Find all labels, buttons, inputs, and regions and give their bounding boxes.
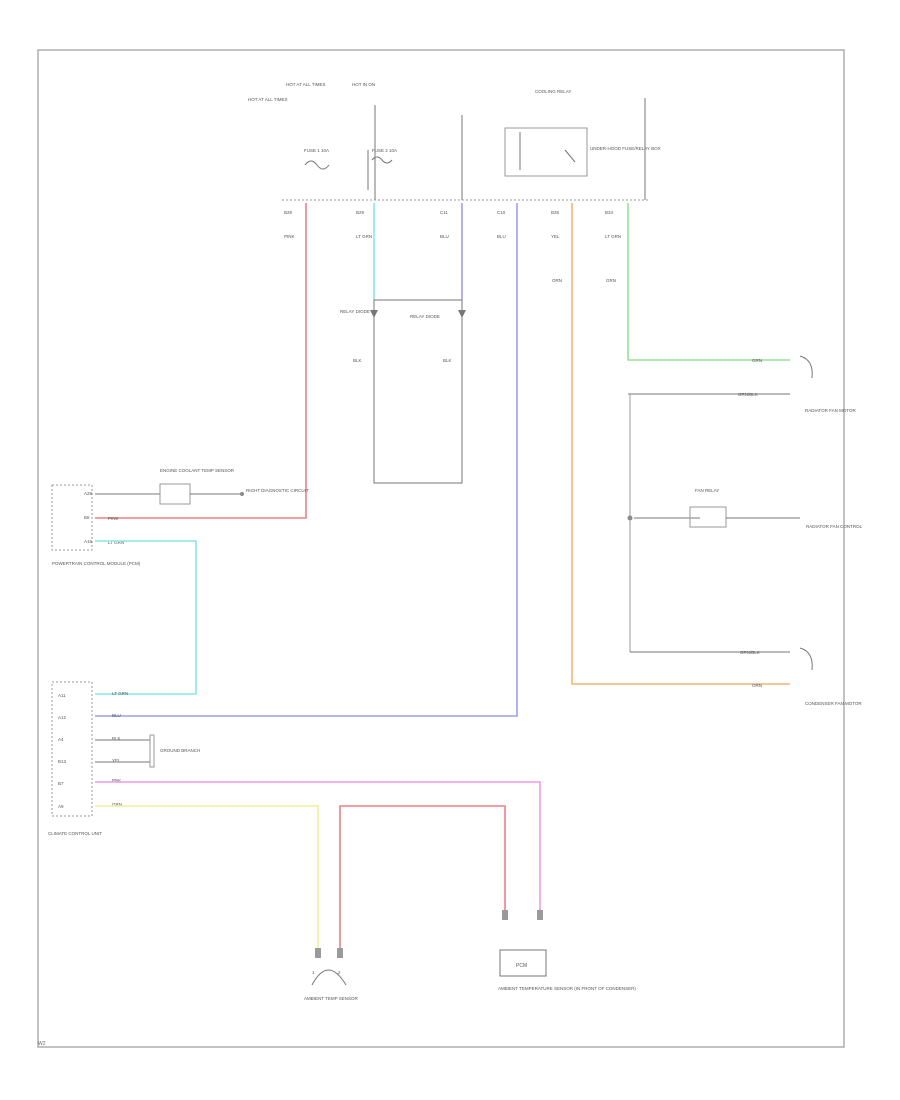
fan-relay-label: FAN RELAY — [695, 488, 719, 493]
wire-pink-pcm — [95, 781, 541, 920]
top-label-hot-b: HOT AT ALL TIMES — [286, 82, 326, 87]
wire-orange-fan — [571, 203, 790, 685]
climate-wire-0: LT GRN — [112, 691, 128, 696]
climate-pin-4: B7 — [58, 781, 64, 786]
wire-green-fan — [627, 203, 790, 361]
wire-orange-label: ORN — [552, 278, 562, 283]
wire-top-color-3: BLU — [497, 234, 506, 239]
ambient-sensor-icon — [311, 969, 347, 986]
wire-top-pin-4: B35 — [551, 210, 560, 215]
relay-switch-icon — [564, 149, 576, 163]
pcm-sensor-node — [240, 492, 244, 496]
fan-bottom-wire-label: GRN/BLK — [740, 650, 760, 655]
fan-relay-box — [689, 506, 727, 528]
pcmbox-pin-right — [537, 910, 543, 920]
sensor-pin-label-2: 2 — [338, 970, 341, 975]
diagram-frame — [37, 49, 845, 1048]
wire-red-loop — [339, 805, 506, 955]
pcm-sensor-label: ENGINE COOLANT TEMP SENSOR — [160, 468, 235, 473]
climate-wire-4: PNK — [112, 778, 121, 783]
climate-pin-3: B13 — [58, 759, 67, 764]
radiator-fan-icon — [799, 355, 813, 379]
wire-yellow-sensor — [95, 805, 319, 955]
wire-top-pin-3: C10 — [497, 210, 506, 215]
footer-code: W2 — [38, 1041, 46, 1047]
climate-wire-2: BLK — [112, 736, 121, 741]
wire-ltblue-pcm-climate — [95, 540, 197, 695]
top-relay-label: COOLING RELAY — [535, 89, 571, 94]
wire-blue-climate — [95, 203, 518, 717]
climate-ground-label: GROUND BRANCH — [160, 748, 200, 753]
green-wire-end-label: GRN — [752, 358, 762, 363]
diode-left-label: RELAY DIODE — [340, 309, 370, 314]
climate-connector — [51, 681, 93, 817]
wire-top-pin-5: B34 — [605, 210, 614, 215]
pcm-pin-1: B6 — [84, 515, 90, 520]
ambient-sensor-label: AMBIENT TEMP SENSOR — [304, 996, 359, 1001]
diode-right-icon — [458, 310, 466, 318]
wire-top-color-0: PINK — [284, 234, 295, 239]
pcm-box-caption: AMBIENT TEMPERATURE SENSOR (IN FRONT OF … — [498, 986, 636, 991]
pcmbox-pin-left — [502, 910, 508, 920]
pcm-name: POWERTRAIN CONTROL MODULE (PCM) — [52, 561, 141, 566]
pcm-box — [499, 949, 547, 977]
fan-top-wire-label: GRN/BLK — [738, 392, 758, 397]
pcm-wire-color-1: LT GRN — [108, 540, 124, 545]
wire-top-pin-0: B28 — [284, 210, 293, 215]
diode-loop — [373, 299, 463, 484]
sensor-pin-label-1: 1 — [312, 970, 315, 975]
diode-left-icon — [370, 310, 378, 318]
blk-right-label: BLK — [443, 358, 452, 363]
diode-right-label: RELAY DIODE — [410, 314, 440, 319]
blk-left-label: BLK — [353, 358, 362, 363]
cooling-relay-box — [504, 127, 588, 177]
radiator-fan-label: RADIATOR FAN MOTOR — [805, 408, 857, 413]
climate-wire-1: BLU — [112, 713, 121, 718]
climate-name: CLIMATE CONTROL UNIT — [48, 831, 102, 836]
sensor-pin-right — [337, 948, 343, 958]
climate-pin-2: A4 — [58, 737, 64, 742]
pcm-pin-0: A29 — [84, 491, 93, 496]
wire-top-pin-1: B29 — [356, 210, 365, 215]
top-label-hot-c: HOT IN ON — [352, 82, 375, 87]
climate-ground-bar — [149, 734, 155, 768]
wire-top-color-1: LT GRN — [356, 234, 372, 239]
pcm-pin-2: A16 — [84, 539, 93, 544]
orange-wire-end-label: ORN — [752, 683, 762, 688]
condenser-fan-icon — [799, 647, 813, 671]
fan-control-label: RADIATOR FAN CONTROL — [806, 524, 863, 529]
top-fuse-b: FUSE 2 10A — [372, 148, 397, 153]
condenser-fan-label: CONDENSER FAN MOTOR — [805, 701, 862, 706]
wire-top-pin-2: C11 — [440, 210, 448, 215]
top-fuse-a: FUSE 1 10A — [304, 148, 329, 153]
fan-relay-node — [627, 515, 633, 521]
pcm-box-label: PCM — [516, 963, 527, 969]
wire-top-color-2: BLU — [440, 234, 449, 239]
relay-switch-label: UNDER-HOOD FUSE/RELAY BOX — [590, 146, 661, 151]
climate-pin-1: A12 — [58, 715, 67, 720]
climate-wire-5: GRN — [112, 802, 122, 807]
wire-red-pcm — [95, 203, 307, 519]
fuse-a-icon — [304, 160, 330, 170]
climate-pin-5: A9 — [58, 804, 64, 809]
pcm-signal-label: RIGHT DIAGNOSTIC CIRCUIT — [246, 488, 309, 493]
pcm-sensor-box — [159, 483, 191, 505]
top-label-hot-a: HOT AT ALL TIMES — [248, 97, 288, 102]
wire-top-color-4: YEL — [551, 234, 560, 239]
pcm-wire-color-0: PINK — [108, 516, 119, 521]
fuse-b-coil-icon — [371, 156, 393, 164]
wire-green-label: GRN — [606, 278, 616, 283]
sensor-pin-left — [315, 948, 321, 958]
climate-pin-0: A11 — [58, 693, 66, 698]
pcm-connector — [51, 484, 93, 551]
wire-top-color-5: LT GRN — [605, 234, 621, 239]
climate-wire-3: YEL — [112, 758, 121, 763]
